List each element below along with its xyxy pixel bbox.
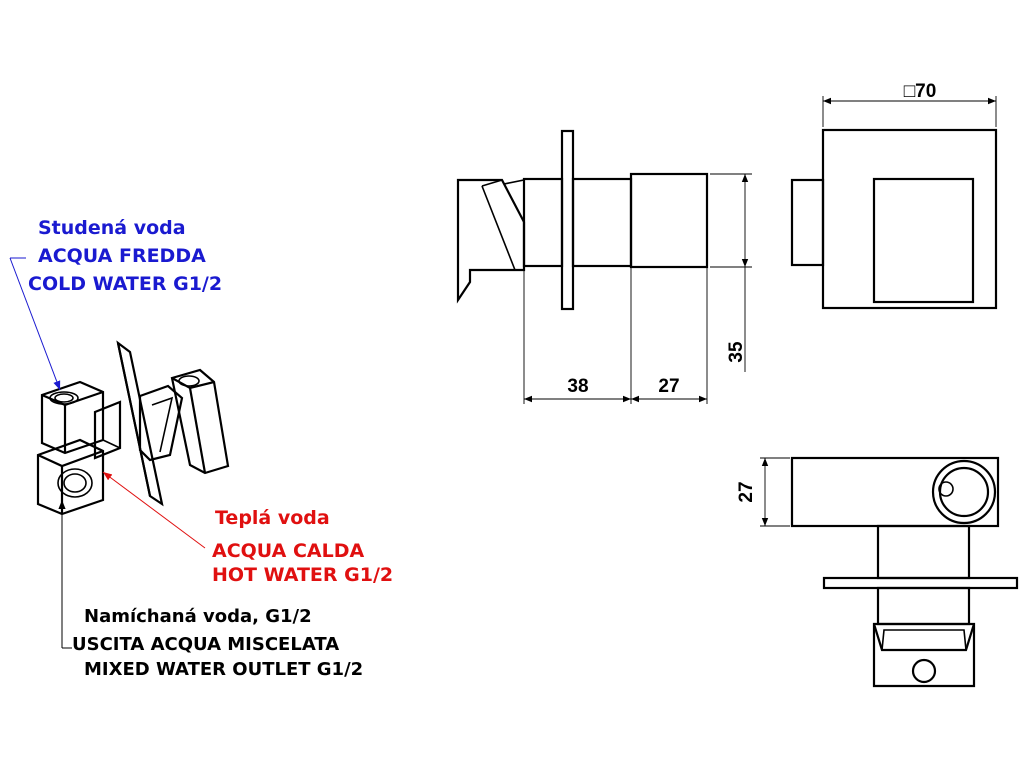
front-view [790,96,998,310]
hot-label-czech: Teplá voda [215,507,330,529]
cold-leader [9,257,61,391]
mixed-label-italian: USCITA ACQUA MISCELATA [72,634,339,655]
side-view [456,129,752,404]
hot-label-italian: ACQUA CALDA [212,540,364,562]
dim-side-height: 27 [736,481,757,502]
isometric-view [36,340,230,516]
hot-leader [102,471,206,549]
hot-label-english: HOT WATER G1/2 [212,564,393,586]
dim-cap-depth: 27 [658,376,679,397]
mixed-label-english: MIXED WATER OUTLET G1/2 [84,659,363,680]
bottom-view [760,456,1019,688]
mixed-label-czech: Namíchaná voda, G1/2 [84,606,312,627]
cold-label-english: COLD WATER G1/2 [28,273,222,295]
dim-height: 35 [726,341,747,363]
cold-label-italian: ACQUA FREDDA [38,245,206,267]
dim-square: □70 [904,81,937,102]
cold-label-czech: Studená voda [38,217,186,239]
dim-body-depth: 38 [567,376,588,397]
